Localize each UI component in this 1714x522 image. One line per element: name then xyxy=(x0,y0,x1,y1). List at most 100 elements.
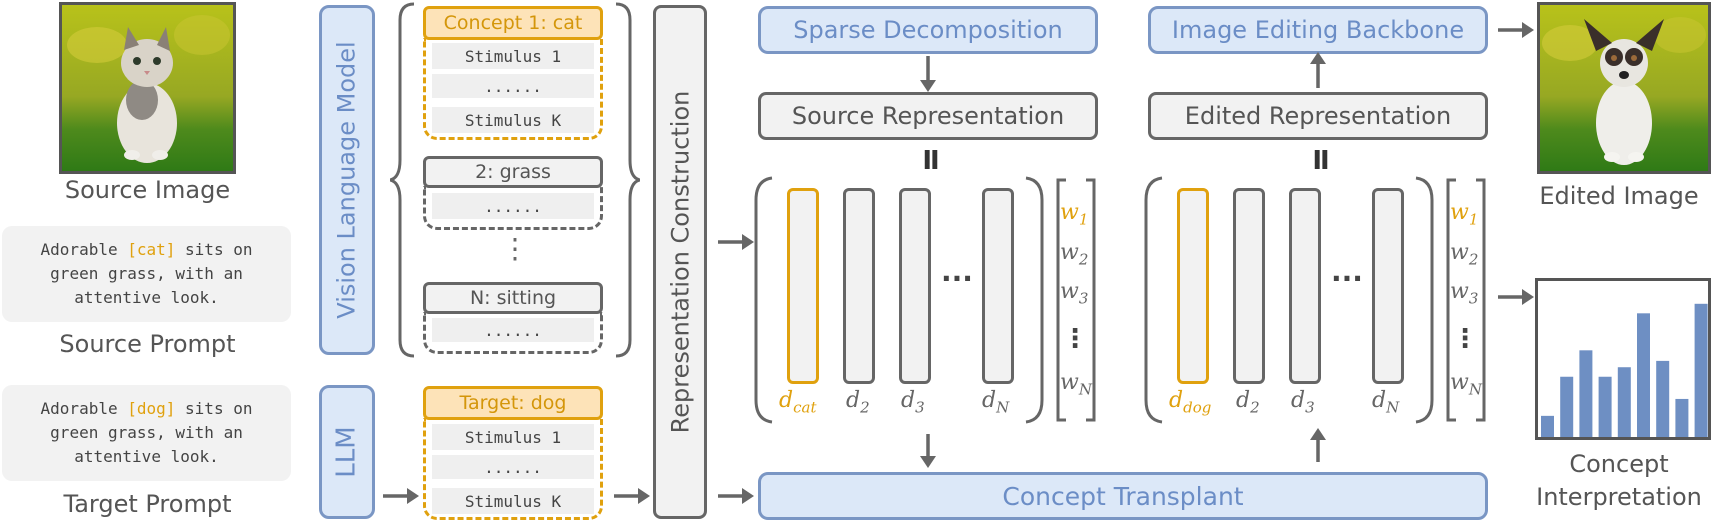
target-stimulus-1: Stimulus 1 xyxy=(432,424,594,450)
concept-2-dots: ...... xyxy=(432,193,594,219)
concept-vertical-dots: ⋮ xyxy=(501,232,529,265)
concept-1-header: Concept 1: cat xyxy=(423,6,603,40)
concept-2-group xyxy=(423,186,603,230)
source-w-3-sub: 3 xyxy=(1078,289,1089,308)
source-column-3 xyxy=(899,188,931,384)
edited-w-vdots: ⋮ xyxy=(1452,324,1478,354)
edited-representation-box: Edited Representation xyxy=(1148,92,1488,140)
edited-d-dog-base: d xyxy=(1169,388,1184,413)
source-image-art xyxy=(62,5,233,171)
concept-transplant-box: Concept Transplant xyxy=(758,472,1488,520)
concept-interpretation-label-2: Interpretation xyxy=(1536,483,1702,511)
source-column-1 xyxy=(787,188,819,384)
edited-equals-sign: II xyxy=(1312,146,1329,176)
concept-interpretation-chart xyxy=(1535,278,1711,440)
edited-image xyxy=(1537,2,1711,174)
interpretation-bar xyxy=(1675,398,1689,437)
target-concept-highlight: [dog] xyxy=(127,399,176,418)
source-columns-hdots: ··· xyxy=(941,262,973,295)
edited-w-3-sub: 3 xyxy=(1468,289,1479,308)
source-prompt-text-b: sits on xyxy=(175,240,253,259)
source-w-3-base: w xyxy=(1060,279,1079,304)
target-prompt-line3: attentive look. xyxy=(74,447,219,466)
interpretation-bar xyxy=(1617,367,1631,437)
source-image-label: Source Image xyxy=(64,176,231,204)
concept-1-stimulus-k: Stimulus K xyxy=(432,107,594,133)
edited-d-2-sub: 2 xyxy=(1250,398,1260,417)
interpretation-bar xyxy=(1579,350,1593,437)
source-column-2 xyxy=(843,188,875,384)
concept-1-stimulus-1: Stimulus 1 xyxy=(432,43,594,69)
source-w-3: w3 xyxy=(1060,279,1088,307)
target-prompt-box: Adorable [dog] sits on green grass, with… xyxy=(2,385,291,481)
edited-w-3-base: w xyxy=(1450,279,1469,304)
interpretation-bar xyxy=(1560,376,1574,437)
source-equals-sign: II xyxy=(922,146,939,176)
edited-columns-hdots: ··· xyxy=(1331,262,1363,295)
interpretation-bar xyxy=(1541,415,1554,437)
target-dots: ...... xyxy=(432,455,594,479)
concept-n-header: N: sitting xyxy=(423,282,603,314)
source-prompt-line2: green grass, with an xyxy=(50,264,243,283)
edited-image-label: Edited Image xyxy=(1539,182,1699,210)
interpretation-bar xyxy=(1637,313,1650,437)
edited-d-2: d2 xyxy=(1236,388,1260,416)
target-stimulus-k: Stimulus K xyxy=(432,488,594,514)
edited-column-3 xyxy=(1289,188,1321,384)
interpretation-bar xyxy=(1598,376,1612,437)
edited-w-2-sub: 2 xyxy=(1468,250,1479,269)
source-w-2-sub: 2 xyxy=(1078,250,1089,269)
source-w-n-sub: N xyxy=(1078,380,1092,399)
edited-w-n: wN xyxy=(1450,370,1482,398)
source-d-3-sub: 3 xyxy=(915,398,925,417)
concept-2-header: 2: grass xyxy=(423,156,603,188)
edited-d-n-sub: N xyxy=(1386,398,1400,417)
edited-w-n-sub: N xyxy=(1468,380,1482,399)
concept-1-dots: ...... xyxy=(432,74,594,98)
vision-language-model-box: Vision Language Model xyxy=(319,5,375,355)
interpretation-bar xyxy=(1694,303,1708,437)
source-d-3-base: d xyxy=(901,388,916,413)
concept-n-group xyxy=(423,312,603,354)
source-representation-box: Source Representation xyxy=(758,92,1098,140)
source-w-2: w2 xyxy=(1060,240,1088,268)
source-d-cat-sub: cat xyxy=(793,398,817,417)
source-column-n xyxy=(982,188,1014,384)
source-concept-highlight: [cat] xyxy=(127,240,176,259)
edited-d-2-base: d xyxy=(1236,388,1251,413)
target-prompt-label: Target Prompt xyxy=(63,490,232,518)
edited-w-1: w1 xyxy=(1450,200,1478,228)
source-prompt-label: Source Prompt xyxy=(59,330,236,358)
interpretation-bar xyxy=(1656,360,1670,437)
edited-d-dog-sub: dog xyxy=(1183,398,1212,417)
edited-w-3: w3 xyxy=(1450,279,1478,307)
edited-column-1 xyxy=(1177,188,1209,384)
edited-w-1-base: w xyxy=(1450,200,1469,225)
source-w-1-base: w xyxy=(1060,200,1079,225)
edited-w-n-base: w xyxy=(1450,370,1469,395)
source-w-2-base: w xyxy=(1060,240,1079,265)
source-d-n-base: d xyxy=(982,388,997,413)
source-w-n-base: w xyxy=(1060,370,1079,395)
concept-brace xyxy=(390,2,640,358)
edited-w-2-base: w xyxy=(1450,240,1469,265)
source-prompt-box: Adorable [cat] sits on green grass, with… xyxy=(2,226,291,322)
source-d-2: d2 xyxy=(846,388,870,416)
edited-column-n xyxy=(1372,188,1404,384)
target-prompt-line2: green grass, with an xyxy=(50,423,243,442)
source-d-3: d3 xyxy=(901,388,925,416)
source-w-1-sub: 1 xyxy=(1078,210,1089,229)
edited-image-art xyxy=(1540,5,1708,171)
concept-1-group xyxy=(423,38,603,140)
source-prompt-text-a: Adorable xyxy=(40,240,128,259)
edited-d-dog: ddog xyxy=(1169,388,1211,416)
source-w-1: w1 xyxy=(1060,200,1088,228)
source-d-2-sub: 2 xyxy=(860,398,870,417)
target-prompt-text-b: sits on xyxy=(175,399,253,418)
edited-d-n: dN xyxy=(1372,388,1399,416)
concept-n-dots: ...... xyxy=(432,318,594,342)
target-concept-group xyxy=(423,418,603,520)
source-d-n: dN xyxy=(982,388,1009,416)
source-prompt-line3: attentive look. xyxy=(74,288,219,307)
